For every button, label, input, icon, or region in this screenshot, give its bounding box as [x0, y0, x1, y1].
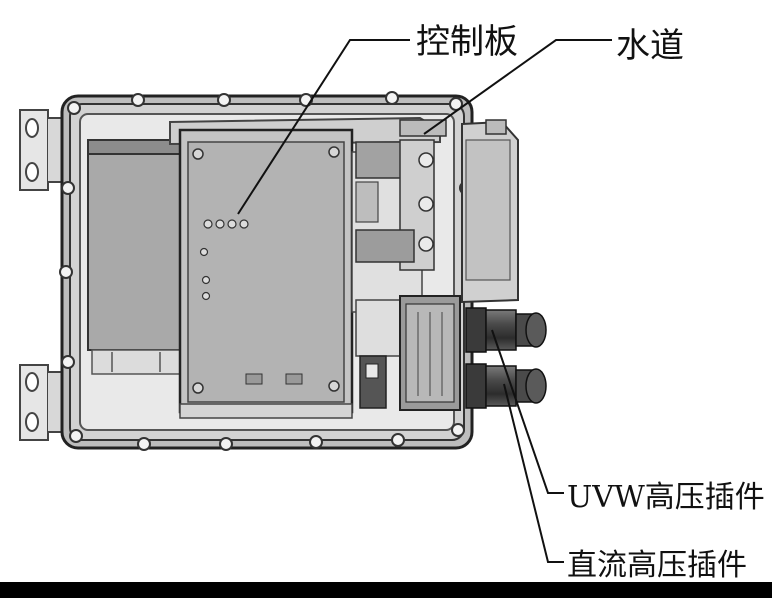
left-mount-brackets [19, 109, 67, 441]
bottom-border-bar [0, 582, 772, 598]
leader-line-water-channel [423, 39, 612, 135]
busbar-assembly [351, 139, 435, 409]
signal-connector [399, 295, 461, 411]
leader-line-dc [503, 383, 564, 563]
leader-line-control-board [237, 39, 410, 215]
leader-line-uvw [491, 329, 564, 494]
uvw-connector-label: UVW高压插件 [567, 480, 765, 515]
control-board-label: 控制板 [416, 22, 518, 62]
control-board-pcb [178, 128, 354, 419]
uvw-housing-block [461, 119, 519, 304]
leader-lines [237, 39, 612, 563]
capacitor-module [87, 139, 185, 375]
dc-connector-label: 直流高压插件 [567, 548, 747, 583]
water-channel-label: 水道 [616, 26, 684, 66]
uvw-hv-connector [465, 307, 547, 353]
dc-hv-connector [465, 363, 547, 409]
